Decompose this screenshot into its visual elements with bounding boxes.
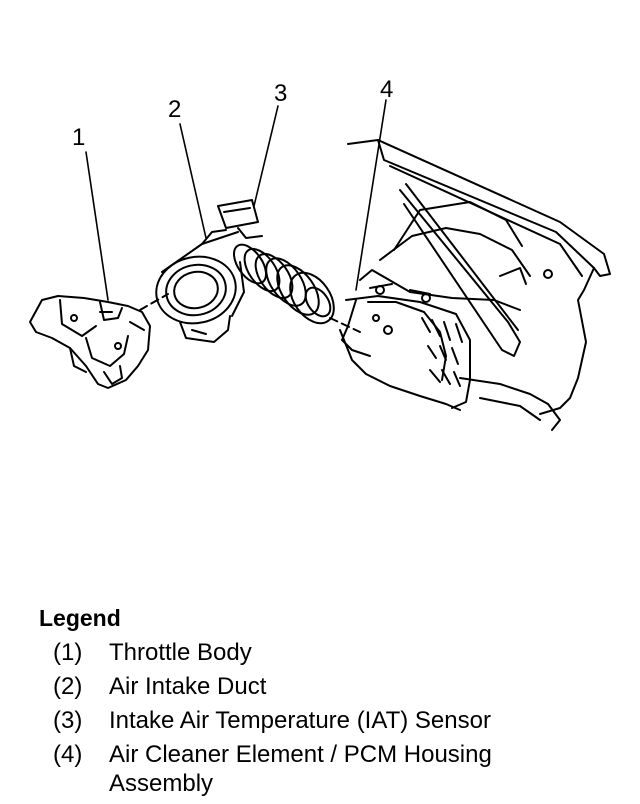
legend-title: Legend — [39, 605, 121, 631]
leader-lines — [85, 99, 387, 301]
air-cleaner-housing-drawing — [339, 139, 611, 431]
callout-2: 2 — [168, 96, 182, 123]
leader-line-1 — [85, 151, 109, 301]
callout-4: 4 — [380, 76, 394, 103]
throttle-body-drawing — [29, 295, 151, 389]
air-intake-duct-drawing — [139, 229, 245, 343]
legend-item-label: Air Intake Duct — [109, 673, 267, 700]
legend-item-number: (2) — [53, 673, 83, 700]
legend-item-number: (1) — [53, 639, 83, 666]
legend-item-label: Intake Air Temperature (IAT) Sensor — [109, 707, 491, 734]
leader-line-3 — [253, 105, 279, 207]
legend-item-number: (3) — [53, 707, 83, 734]
leader-line-4 — [355, 99, 387, 291]
legend: Legend (1) Throttle Body (2) Air Intake … — [39, 604, 629, 803]
legend-item: (4) Air Cleaner Element / PCM Housing As… — [39, 740, 629, 798]
legend-item-label: Throttle Body — [109, 639, 252, 666]
legend-item-label: Air Cleaner Element / PCM Housing Assemb… — [109, 741, 492, 797]
callout-1: 1 — [72, 124, 86, 151]
legend-item: (1) Throttle Body — [39, 638, 629, 667]
exploded-diagram: 1 2 3 4 — [29, 76, 611, 431]
legend-item-number: (4) — [53, 741, 83, 768]
iat-sensor-drawing — [217, 199, 361, 333]
leader-line-2 — [179, 123, 207, 239]
legend-item: (3) Intake Air Temperature (IAT) Sensor — [39, 706, 629, 735]
legend-item: (2) Air Intake Duct — [39, 672, 629, 701]
callout-3: 3 — [274, 80, 288, 107]
